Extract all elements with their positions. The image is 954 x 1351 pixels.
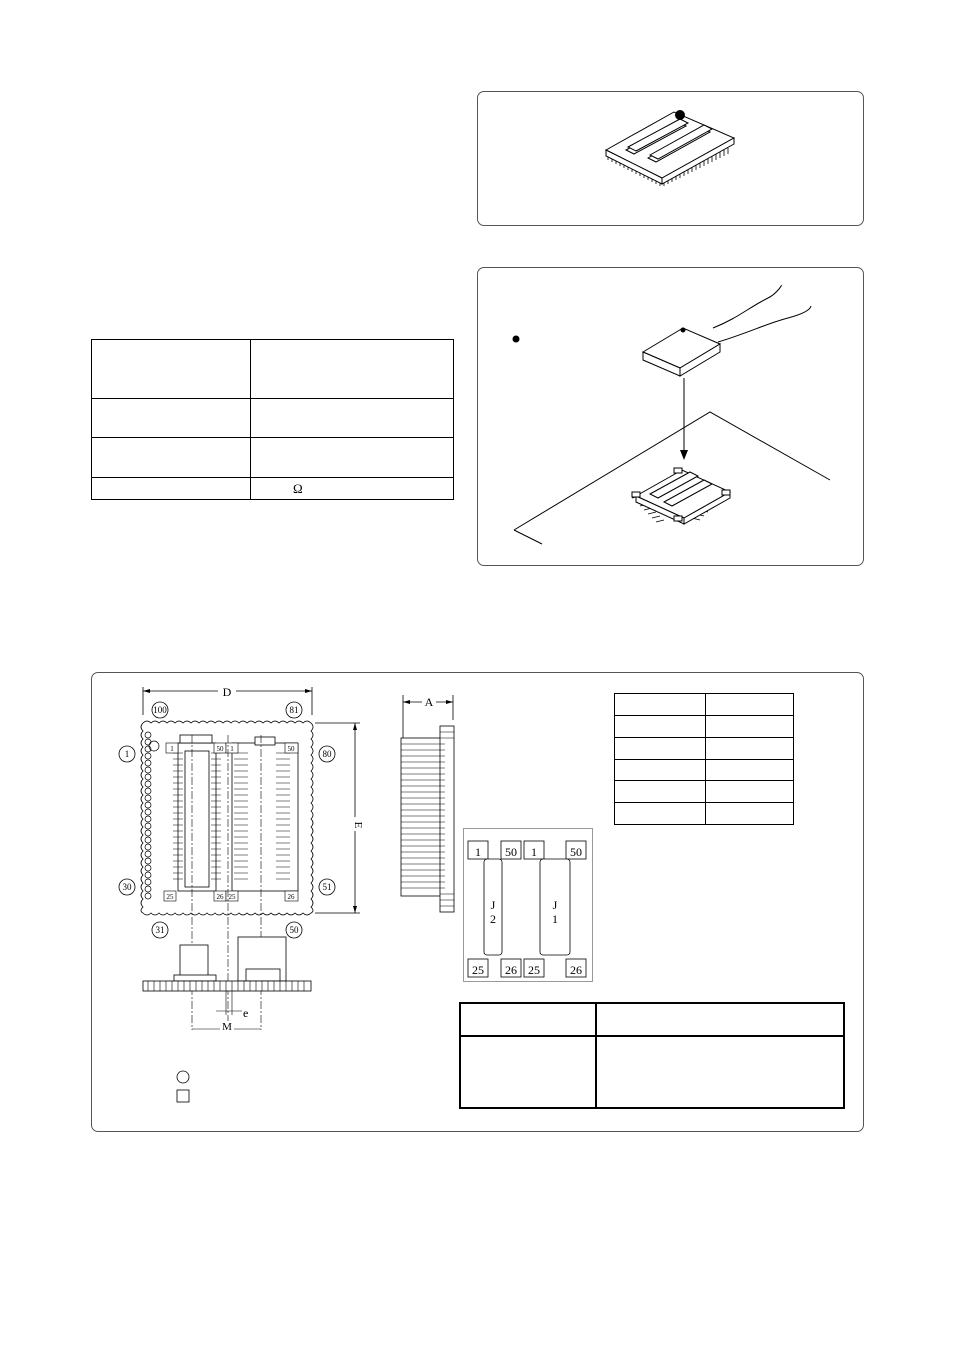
pin-label: 51 <box>323 882 332 892</box>
spec-label-cell <box>91 339 251 399</box>
dim-table-cell <box>614 715 706 738</box>
dim-table-cell <box>705 780 794 803</box>
pin-label: 1 <box>170 745 174 753</box>
pin-label: 50 <box>288 745 296 753</box>
dim-table-cell <box>705 693 794 716</box>
outline-drawing: D 100 81 1 30 80 51 31 50 E <box>118 685 364 1030</box>
pin-label: 50 <box>217 745 225 753</box>
pin-label: 30 <box>123 882 133 892</box>
adapter-illustration <box>604 110 736 186</box>
dim-e-label: e <box>243 1006 248 1020</box>
spec-value-cell <box>250 437 454 478</box>
spec-value-cell <box>250 339 454 399</box>
square-symbol-icon <box>176 1089 190 1103</box>
dim-A-label: A <box>425 695 434 709</box>
pin-label: 25 <box>229 893 237 901</box>
connector-pin-label: 26 <box>570 963 582 977</box>
connector-table <box>459 1002 845 1109</box>
connector-pin-label: 50 <box>505 845 517 859</box>
dim-table-cell <box>614 780 706 803</box>
connector-pin-label: 50 <box>570 845 582 859</box>
adapter-illustration-panel <box>477 91 864 226</box>
spec-value-cell <box>250 398 454 438</box>
bullet-icon <box>512 335 520 343</box>
dim-table-cell <box>705 802 794 825</box>
spec-table: Ω <box>91 339 454 500</box>
pin-label: 1 <box>125 749 130 759</box>
pin-label: 50 <box>290 925 300 935</box>
connector-table-header <box>595 1002 845 1037</box>
pin-label: 25 <box>167 893 175 901</box>
connector-table-cell <box>595 1035 845 1109</box>
spec-label-cell <box>91 477 251 500</box>
pin-label: 81 <box>290 705 299 715</box>
pin-label: 26 <box>288 893 296 901</box>
dim-E-label: E <box>352 822 364 829</box>
dim-D-label: D <box>223 685 232 699</box>
dim-table-cell <box>614 759 706 781</box>
connector-table-header <box>459 1002 597 1037</box>
pin-label: 1 <box>230 745 234 753</box>
side-view: A <box>400 694 455 913</box>
connector-pin-label: 25 <box>472 963 484 977</box>
connector-pin-label: 25 <box>528 963 540 977</box>
connector-pin-label: 1 <box>531 845 537 859</box>
dim-table-cell <box>614 802 706 825</box>
dim-table-cell <box>614 737 706 760</box>
dim-table-cell <box>614 693 706 716</box>
spec-label-cell <box>91 398 251 438</box>
circle-symbol-icon <box>176 1070 190 1084</box>
connector-table-cell <box>459 1035 597 1109</box>
dimension-table <box>614 693 794 825</box>
j2-label: J <box>491 898 496 912</box>
mounting-illustration-panel <box>477 267 864 566</box>
j2-label: 2 <box>490 912 496 926</box>
connector-pin-label: 1 <box>475 845 481 859</box>
pin-label: 80 <box>323 749 333 759</box>
pin-label: 26 <box>217 893 225 901</box>
dim-table-cell <box>705 737 794 760</box>
connector-pin-label: 26 <box>505 963 517 977</box>
dim-table-cell <box>705 715 794 738</box>
pin-label: 100 <box>153 705 167 715</box>
connector-layout-diagram: 1 50 1 50 25 26 25 26 J 2 J 1 <box>463 828 593 982</box>
spec-value-cell: Ω <box>250 477 454 500</box>
pin-label: 31 <box>156 925 165 935</box>
dim-table-cell <box>705 759 794 781</box>
mounting-illustration <box>512 284 831 545</box>
j1-label: 1 <box>552 912 558 926</box>
j1-label: J <box>553 898 558 912</box>
legend-symbols <box>176 1070 190 1103</box>
spec-label-cell <box>91 437 251 478</box>
dim-M-label: M <box>222 1021 232 1030</box>
